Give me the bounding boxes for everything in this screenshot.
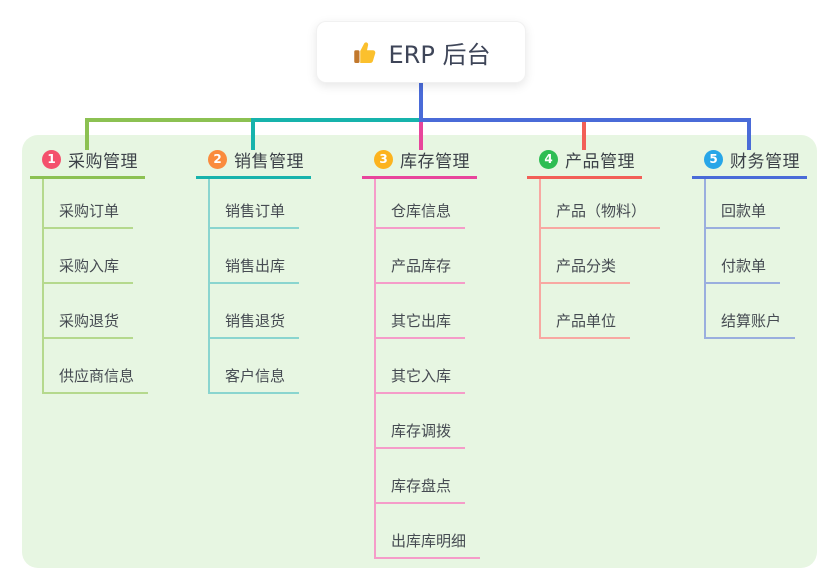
child-node[interactable]: 回款单 <box>706 179 781 229</box>
branch-number-badge: 5 <box>704 149 723 169</box>
branch-purchase: 1 采购管理 采购订单 采购入库 采购退货 供应商信息 <box>30 148 149 394</box>
branch-label: 财务管理 <box>730 151 800 172</box>
child-node[interactable]: 库存盘点 <box>376 449 466 504</box>
branch-number-badge: 4 <box>539 149 558 169</box>
thumbs-up-icon <box>353 41 375 63</box>
child-node[interactable]: 产品分类 <box>541 229 631 284</box>
child-node[interactable]: 销售订单 <box>210 179 300 229</box>
root-label: ERP 后台 <box>388 40 491 69</box>
branch-finance: 5 财务管理 回款单 付款单 结算账户 <box>692 148 807 339</box>
child-node[interactable]: 销售退货 <box>210 284 300 339</box>
branch-label: 采购管理 <box>68 151 138 172</box>
child-node[interactable]: 其它入库 <box>376 339 466 394</box>
branch-label: 销售管理 <box>234 151 304 172</box>
child-node[interactable]: 采购退货 <box>44 284 134 339</box>
child-node[interactable]: 产品单位 <box>541 284 631 339</box>
child-node[interactable]: 产品（物料） <box>541 179 661 229</box>
child-node[interactable]: 采购入库 <box>44 229 134 284</box>
branch-inventory-children: 仓库信息 产品库存 其它出库 其它入库 库存调拨 库存盘点 出库库明细 <box>374 179 481 559</box>
branch-label: 库存管理 <box>400 151 470 172</box>
branch-number-badge: 1 <box>42 149 61 169</box>
branch-number-badge: 3 <box>374 149 393 169</box>
branch-product: 4 产品管理 产品（物料） 产品分类 产品单位 <box>527 148 661 339</box>
branch-inventory-header[interactable]: 3 库存管理 <box>362 148 477 179</box>
branch-number-badge: 2 <box>208 149 227 169</box>
child-node[interactable]: 其它出库 <box>376 284 466 339</box>
child-node[interactable]: 付款单 <box>706 229 781 284</box>
child-node[interactable]: 结算账户 <box>706 284 796 339</box>
child-node[interactable]: 供应商信息 <box>44 339 149 394</box>
child-node[interactable]: 产品库存 <box>376 229 466 284</box>
branch-purchase-children: 采购订单 采购入库 采购退货 供应商信息 <box>42 179 149 394</box>
child-node[interactable]: 采购订单 <box>44 179 134 229</box>
branches-panel <box>22 135 817 568</box>
branch-label: 产品管理 <box>565 151 635 172</box>
branch-purchase-header[interactable]: 1 采购管理 <box>30 148 145 179</box>
child-node[interactable]: 库存调拨 <box>376 394 466 449</box>
child-node[interactable]: 仓库信息 <box>376 179 466 229</box>
branch-sales: 2 销售管理 销售订单 销售出库 销售退货 客户信息 <box>196 148 311 394</box>
root-node[interactable]: ERP 后台 <box>316 21 526 83</box>
child-node[interactable]: 出库库明细 <box>376 504 481 559</box>
branch-product-header[interactable]: 4 产品管理 <box>527 148 642 179</box>
branch-sales-children: 销售订单 销售出库 销售退货 客户信息 <box>208 179 300 394</box>
branch-sales-header[interactable]: 2 销售管理 <box>196 148 311 179</box>
branch-inventory: 3 库存管理 仓库信息 产品库存 其它出库 其它入库 库存调拨 库存盘点 出库库… <box>362 148 481 559</box>
branch-finance-header[interactable]: 5 财务管理 <box>692 148 807 179</box>
child-node[interactable]: 客户信息 <box>210 339 300 394</box>
branch-finance-children: 回款单 付款单 结算账户 <box>704 179 796 339</box>
branch-product-children: 产品（物料） 产品分类 产品单位 <box>539 179 661 339</box>
child-node[interactable]: 销售出库 <box>210 229 300 284</box>
